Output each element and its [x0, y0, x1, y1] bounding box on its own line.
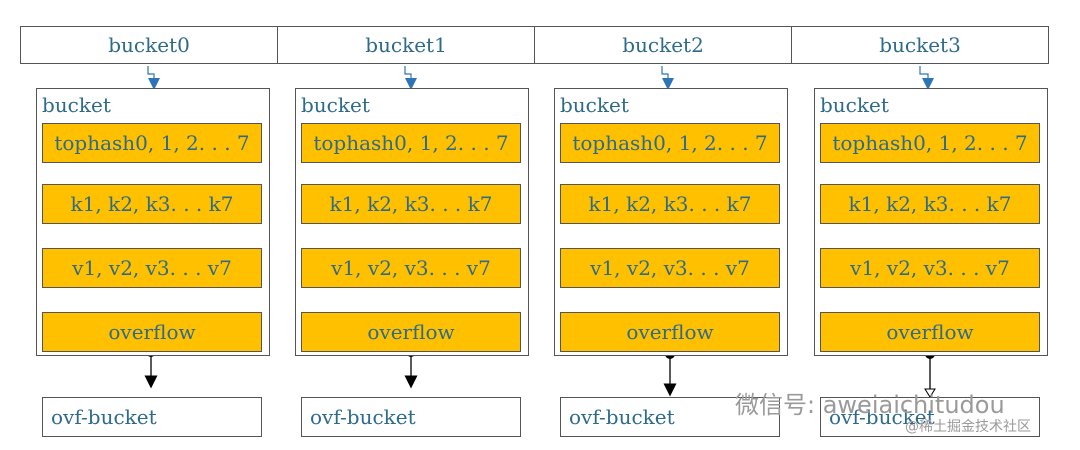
bucket-struct-2: bucket tophash0, 1, 2. . . 7 k1, k2, k3.…	[554, 88, 788, 356]
values-field: v1, v2, v3. . . v7	[560, 248, 780, 288]
bucket-title: bucket	[820, 93, 889, 117]
header-arrow-1	[404, 66, 417, 90]
bucket-title: bucket	[560, 93, 629, 117]
values-field: v1, v2, v3. . . v7	[42, 248, 262, 288]
keys-field: k1, k2, k3. . . k7	[820, 184, 1040, 224]
ovf-bucket-2: ovf-bucket	[560, 397, 780, 437]
overflow-field: overflow	[820, 312, 1040, 352]
ovf-bucket-1: ovf-bucket	[301, 397, 521, 437]
tophash-field: tophash0, 1, 2. . . 7	[820, 123, 1040, 163]
bucket-title: bucket	[42, 93, 111, 117]
header-arrow-0	[147, 66, 160, 90]
keys-field: k1, k2, k3. . . k7	[301, 184, 521, 224]
values-field: v1, v2, v3. . . v7	[820, 248, 1040, 288]
header-arrow-2	[661, 66, 674, 90]
watermark-juejin: @稀土掘金技术社区	[905, 419, 1031, 435]
overflow-field: overflow	[301, 312, 521, 352]
watermark-wechat: 微信号: aweiaichitudou	[735, 391, 1005, 419]
bucket-array-header: bucket0 bucket1 bucket2 bucket3	[20, 26, 1049, 64]
overflow-field: overflow	[560, 312, 780, 352]
bucket-struct-0: bucket tophash0, 1, 2. . . 7 k1, k2, k3.…	[36, 88, 270, 356]
header-arrow-3	[919, 66, 934, 90]
keys-field: k1, k2, k3. . . k7	[560, 184, 780, 224]
ovf-bucket-0: ovf-bucket	[42, 397, 262, 437]
header-cell-bucket2: bucket2	[535, 27, 792, 63]
header-cell-bucket1: bucket1	[278, 27, 535, 63]
bucket-struct-3: bucket tophash0, 1, 2. . . 7 k1, k2, k3.…	[814, 88, 1048, 356]
overflow-field: overflow	[42, 312, 262, 352]
tophash-field: tophash0, 1, 2. . . 7	[301, 123, 521, 163]
tophash-field: tophash0, 1, 2. . . 7	[42, 123, 262, 163]
ovf-bucket-3: ovf-bucket	[820, 397, 1040, 437]
header-cell-bucket3: bucket3	[879, 33, 961, 57]
bucket-struct-1: bucket tophash0, 1, 2. . . 7 k1, k2, k3.…	[295, 88, 529, 356]
header-cell-bucket0: bucket0	[21, 27, 278, 63]
bucket-title: bucket	[301, 93, 370, 117]
tophash-field: tophash0, 1, 2. . . 7	[560, 123, 780, 163]
values-field: v1, v2, v3. . . v7	[301, 248, 521, 288]
keys-field: k1, k2, k3. . . k7	[42, 184, 262, 224]
